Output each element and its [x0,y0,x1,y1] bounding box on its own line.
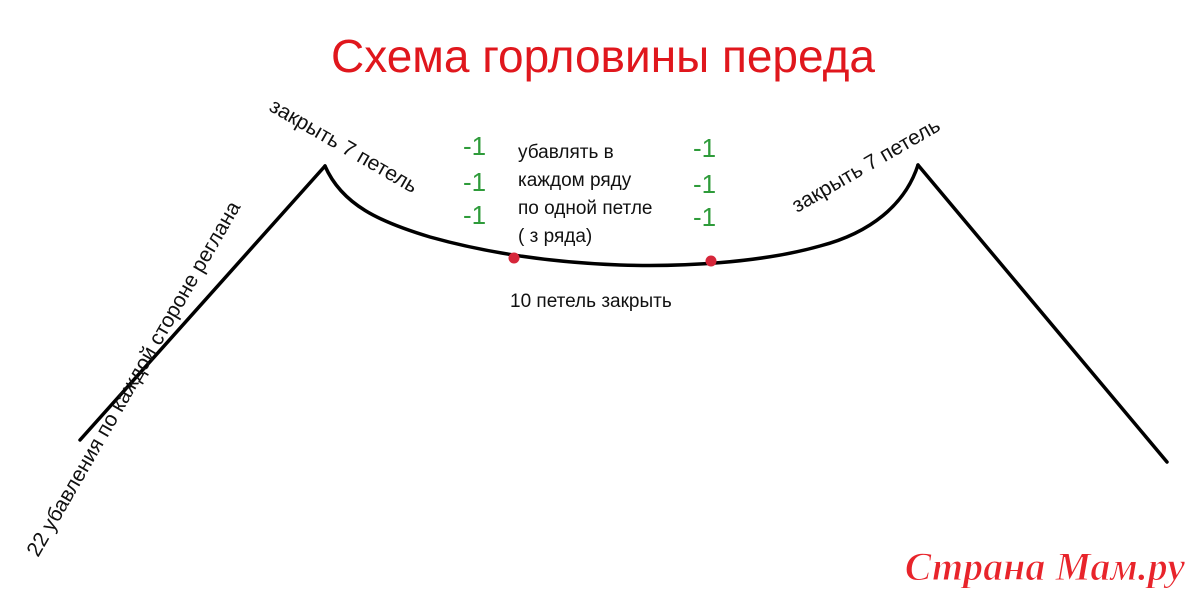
decrease-line: каждом ряду [518,170,632,191]
minus-mark: -1 [693,202,716,232]
decrease-line: ( з ряда) [518,226,592,247]
minus-mark: -1 [463,167,486,197]
minus-mark: -1 [463,131,486,161]
watermark-logo: Страна Мам.ру [905,544,1185,589]
right-close-label: закрыть 7 петель [788,114,944,217]
left-minus-marks: -1 -1 -1 [463,131,486,230]
right-raglan-line [916,163,1169,464]
minus-mark: -1 [693,169,716,199]
minus-mark: -1 [693,133,716,163]
diagram-title: Схема горловины переда [331,30,875,82]
center-right-marker [705,255,717,267]
neckline-curve [323,163,920,268]
decrease-line: по одной петле [518,198,652,219]
raglan-decrease-label: 22 убавления по каждой стороне реглана [22,197,245,560]
left-raglan-line [78,164,327,442]
decrease-line: убавлять в [518,142,614,163]
minus-mark: -1 [463,200,486,230]
center-left-marker [508,252,520,264]
left-close-label: закрыть 7 петель [266,94,422,197]
center-close-label: 10 петель закрыть [510,291,672,312]
decrease-instruction: убавлять в каждом ряду по одной петле ( … [518,142,652,247]
right-minus-marks: -1 -1 -1 [693,133,716,232]
